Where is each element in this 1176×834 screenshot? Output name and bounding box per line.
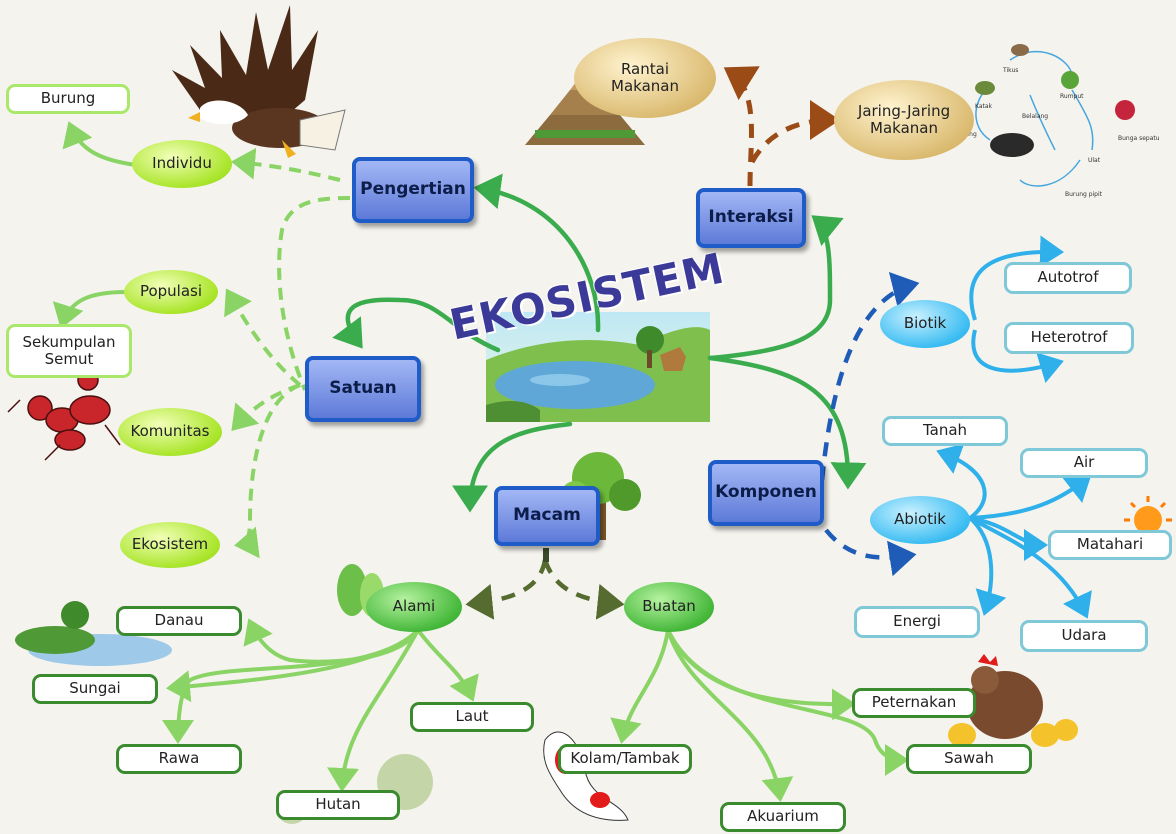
node-sungai[interactable]: Sungai [32, 674, 158, 704]
node-komunitas[interactable]: Komunitas [118, 408, 222, 456]
connector-satuan [332, 297, 501, 353]
node-rawa[interactable]: Rawa [116, 744, 242, 774]
connector-interaksi [707, 215, 844, 361]
node-burung[interactable]: Burung [6, 84, 130, 114]
node-abiotik[interactable]: Abiotik [870, 496, 970, 544]
node-individu[interactable]: Individu [132, 140, 232, 188]
connector-energi [968, 516, 1007, 616]
ant-illustration [7, 369, 121, 461]
macam-connectors [465, 559, 625, 620]
connector-kolam [610, 629, 670, 744]
alami-sub-connectors [162, 618, 479, 792]
node-autotrof[interactable]: Autotrof [1004, 262, 1132, 294]
connector-rawa [162, 628, 420, 744]
food-web-label-bunga: Bunga sepatu [1118, 135, 1160, 142]
food-web-label-katak: Katak [975, 103, 993, 110]
connector-matahari [969, 516, 1048, 561]
node-alami[interactable]: Alami [366, 582, 462, 632]
node-akuarium[interactable]: Akuarium [720, 802, 846, 832]
connector-pengertian [473, 173, 601, 333]
node-peternakan[interactable]: Peternakan [852, 688, 976, 718]
connector-macam [452, 421, 573, 513]
interaksi-connectors [723, 66, 840, 187]
satuan-sub-connectors [52, 121, 137, 329]
connector-biotik [819, 271, 920, 481]
connector-buatan [542, 559, 625, 620]
connector-satuan-pengertian [277, 196, 351, 391]
food-web-label-belalang: Belalang [1022, 113, 1048, 120]
connector-hutan [327, 629, 420, 792]
node-heterotrof[interactable]: Heterotrof [1004, 322, 1134, 354]
connector-rantai [723, 66, 760, 187]
eagle-illustration [172, 5, 346, 158]
komponen-sub-connectors [936, 235, 1092, 619]
node-biotik[interactable]: Biotik [880, 300, 970, 348]
connector-alami [465, 559, 548, 620]
connector-individu [231, 147, 341, 182]
lake-illustration [15, 601, 172, 666]
node-komponen[interactable]: Komponen [708, 460, 824, 526]
connector-sawah [666, 629, 909, 776]
food-web-illustration [975, 44, 1135, 187]
node-macam[interactable]: Macam [494, 486, 600, 546]
food-web-label-pipit: Burung pipit [1065, 191, 1103, 198]
node-laut[interactable]: Laut [410, 702, 534, 732]
node-satuan[interactable]: Satuan [305, 356, 421, 422]
node-kolam-tambak[interactable]: Kolam/Tambak [558, 744, 692, 774]
node-sekumpulan-semut[interactable]: Sekumpulan Semut [6, 324, 132, 378]
connector-air [969, 475, 1092, 520]
connector-burung [62, 121, 137, 167]
connector-semut [52, 290, 127, 329]
node-buatan[interactable]: Buatan [624, 582, 714, 632]
connector-populasi [224, 288, 302, 387]
food-web-label-ulat: Ulat [1088, 157, 1101, 164]
connector-akuarium [666, 629, 794, 802]
node-jaring-jaring-makanan[interactable]: Jaring-Jaring Makanan [834, 80, 974, 160]
satuan-connectors [224, 147, 351, 559]
node-tanah[interactable]: Tanah [882, 416, 1008, 446]
chicken-illustration [948, 654, 1078, 747]
connector-udara [969, 516, 1092, 619]
food-web-label-rumput: Rumput [1060, 93, 1084, 100]
node-danau[interactable]: Danau [116, 606, 242, 636]
node-hutan[interactable]: Hutan [276, 790, 400, 820]
buatan-sub-connectors [610, 629, 909, 802]
node-interaksi[interactable]: Interaksi [696, 188, 806, 248]
connector-heterotrof [971, 329, 1064, 384]
connector-komponen [707, 355, 867, 490]
node-sawah[interactable]: Sawah [906, 744, 1032, 774]
komponen-dashed-connectors [819, 271, 920, 577]
connector-ekosistem [234, 383, 301, 559]
node-ekosistem[interactable]: Ekosistem [120, 522, 220, 568]
node-populasi[interactable]: Populasi [124, 270, 218, 314]
node-udara[interactable]: Udara [1020, 620, 1148, 652]
node-energi[interactable]: Energi [854, 606, 980, 638]
connector-abiotik [824, 528, 917, 577]
node-air[interactable]: Air [1020, 448, 1148, 478]
connector-jaring [749, 100, 840, 164]
node-matahari[interactable]: Matahari [1048, 530, 1172, 560]
food-web-label-tikus: Tikus [1002, 67, 1018, 74]
node-rantai-makanan[interactable]: Rantai Makanan [574, 38, 716, 118]
main-connectors [332, 173, 867, 513]
connector-autotrof [969, 235, 1064, 321]
connector-tanah [936, 443, 987, 520]
connector-laut [416, 628, 479, 702]
node-pengertian[interactable]: Pengertian [352, 157, 474, 223]
